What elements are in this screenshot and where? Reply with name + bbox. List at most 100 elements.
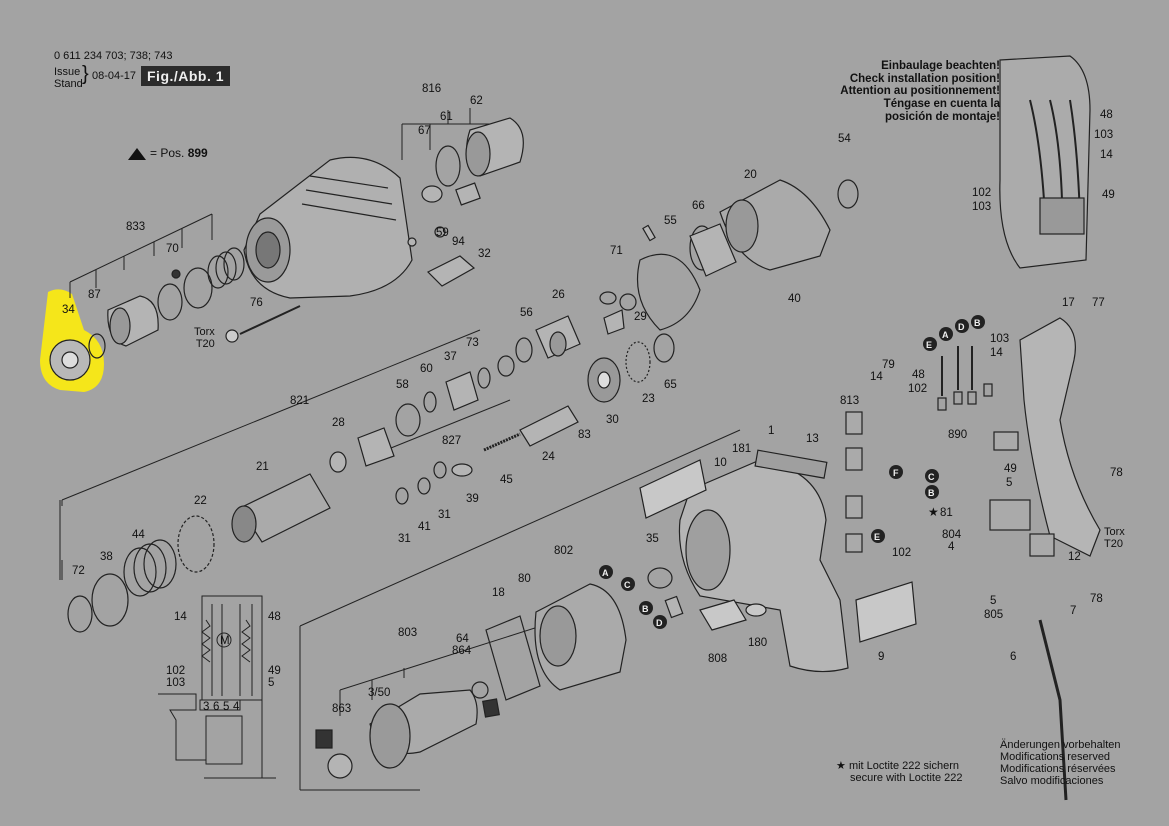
marker-b-right: B bbox=[928, 488, 935, 498]
issue-date: 08-04-17 bbox=[92, 70, 137, 82]
label-813: 813 bbox=[840, 395, 859, 407]
label-803: 803 bbox=[398, 627, 417, 639]
label-48a: 48 bbox=[1100, 109, 1113, 121]
torx-right-line2: T20 bbox=[1104, 538, 1123, 551]
motor-symbol: M bbox=[220, 635, 230, 647]
wire-49: 49 bbox=[268, 665, 281, 677]
triangle-icon bbox=[128, 148, 146, 160]
label-62: 62 bbox=[470, 95, 483, 107]
marker-b-top: B bbox=[974, 318, 981, 328]
label-34: 34 bbox=[62, 304, 75, 316]
label-103a: 103 bbox=[1094, 129, 1113, 141]
label-54: 54 bbox=[838, 133, 851, 145]
marker-c-right: C bbox=[928, 472, 935, 482]
label-77: 77 bbox=[1092, 297, 1105, 309]
part-labels: 816 62 67 61 54 833 70 87 34 76 59 94 32… bbox=[62, 83, 1123, 715]
loctite-note: ★ mit Loctite 222 sichern secure with Lo… bbox=[836, 760, 963, 784]
label-4: 4 bbox=[948, 541, 955, 553]
marker-b: B bbox=[642, 604, 649, 614]
modifications-note: Änderungen vorbehalten Modifications res… bbox=[1000, 739, 1120, 787]
torx-right: Torx T20 bbox=[1104, 526, 1125, 550]
loctite-note-en: secure with Loctite 222 bbox=[850, 772, 963, 785]
label-67: 67 bbox=[418, 125, 431, 137]
installation-note-en: Check installation position! bbox=[849, 72, 1000, 85]
label-87: 87 bbox=[88, 289, 101, 301]
label-12: 12 bbox=[1068, 551, 1081, 563]
figure-badge: Fig./Abb. 1 bbox=[141, 66, 231, 86]
marker-e: E bbox=[874, 532, 880, 542]
label-94: 94 bbox=[452, 236, 465, 248]
label-76: 76 bbox=[250, 297, 263, 309]
label-804: 804 bbox=[942, 529, 962, 541]
label-816: 816 bbox=[422, 83, 441, 95]
label-80: 80 bbox=[518, 573, 531, 585]
label-65: 65 bbox=[664, 379, 677, 391]
label-14a: 14 bbox=[1100, 149, 1113, 161]
label-29: 29 bbox=[634, 311, 647, 323]
modifications-note-de: Änderungen vorbehalten bbox=[1000, 739, 1121, 751]
label-61: 61 bbox=[440, 111, 453, 123]
label-18: 18 bbox=[492, 587, 505, 599]
label-24: 24 bbox=[542, 451, 555, 463]
parts-drawings bbox=[49, 55, 1101, 801]
modifications-note-fr: Modifications réservées bbox=[1000, 763, 1116, 776]
label-7: 7 bbox=[1070, 605, 1076, 617]
label-3-50: 3/50 bbox=[368, 687, 390, 699]
label-26: 26 bbox=[552, 289, 565, 301]
label-9: 9 bbox=[878, 651, 884, 663]
label-13: 13 bbox=[806, 433, 819, 445]
label-21: 21 bbox=[256, 461, 269, 473]
label-66: 66 bbox=[692, 200, 705, 212]
label-48b: 48 bbox=[912, 369, 925, 381]
label-44: 44 bbox=[132, 529, 145, 541]
label-890: 890 bbox=[948, 429, 967, 441]
label-49b: 49 bbox=[1004, 463, 1017, 475]
label-6: 6 bbox=[1010, 651, 1016, 663]
stand-label: Stand bbox=[54, 78, 83, 90]
label-45: 45 bbox=[500, 474, 513, 486]
torx-left-line1: Torx bbox=[194, 326, 215, 338]
wire-5: 5 bbox=[268, 677, 274, 689]
label-81: 81 bbox=[940, 507, 953, 519]
label-56: 56 bbox=[520, 307, 533, 319]
wire-14: 14 bbox=[174, 611, 187, 623]
label-833: 833 bbox=[126, 221, 145, 233]
installation-note-fr: Attention au positionnement! bbox=[840, 85, 1000, 98]
star-icon: ★ bbox=[836, 760, 846, 772]
terminal-6: 6 bbox=[213, 701, 219, 713]
label-821: 821 bbox=[290, 395, 309, 407]
label-20: 20 bbox=[744, 169, 757, 181]
brace-icon: } bbox=[82, 63, 89, 85]
label-37: 37 bbox=[444, 351, 457, 363]
label-59: 59 bbox=[436, 227, 449, 239]
loctite-note-de: mit Loctite 222 sichern bbox=[848, 760, 959, 772]
marker-a: A bbox=[602, 568, 609, 578]
wire-103: 103 bbox=[166, 677, 185, 689]
label-103b: 103 bbox=[972, 201, 991, 213]
label-38: 38 bbox=[100, 551, 113, 563]
label-102b: 102 bbox=[908, 383, 927, 395]
marker-e-top: E bbox=[926, 340, 932, 350]
star-icon: ★ bbox=[928, 505, 939, 519]
label-58: 58 bbox=[396, 379, 409, 391]
installation-note-es-1: Téngase en cuenta la bbox=[883, 97, 1000, 110]
wire-102: 102 bbox=[166, 665, 185, 677]
label-40: 40 bbox=[788, 293, 801, 305]
wiring-schematic bbox=[158, 595, 276, 779]
installation-note-de: Einbaulage beachten! bbox=[881, 60, 1000, 72]
label-5a: 5 bbox=[1006, 477, 1012, 489]
label-863: 863 bbox=[332, 703, 351, 715]
marker-c: C bbox=[624, 580, 631, 590]
legend-pos-label: = Pos. 899 bbox=[150, 146, 208, 160]
label-31b: 31 bbox=[398, 533, 411, 545]
marker-f: F bbox=[893, 468, 899, 478]
label-60: 60 bbox=[420, 363, 433, 375]
label-1: 1 bbox=[768, 425, 774, 437]
label-31a: 31 bbox=[438, 509, 451, 521]
label-64: 64 bbox=[456, 633, 469, 645]
label-72: 72 bbox=[72, 565, 85, 577]
label-41: 41 bbox=[418, 521, 431, 533]
label-39: 39 bbox=[466, 493, 479, 505]
label-83: 83 bbox=[578, 429, 591, 441]
issue-label: Issue bbox=[54, 66, 81, 78]
